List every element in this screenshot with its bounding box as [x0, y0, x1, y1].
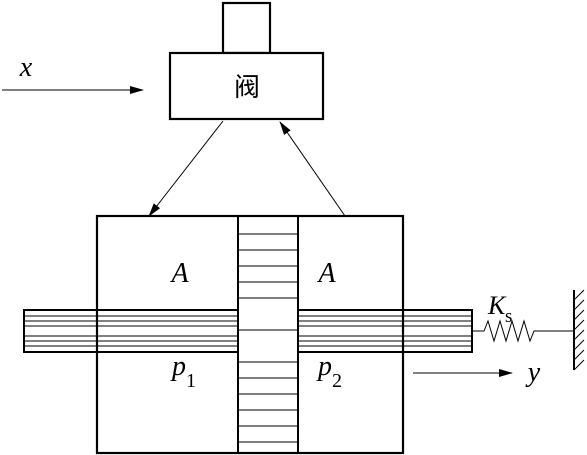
valve-stem: [221, 1, 272, 55]
cylinder-body: [95, 214, 405, 455]
wall-hatching: [573, 289, 585, 371]
pressure-p2-label: p 2: [316, 351, 342, 392]
svg-text:2: 2: [332, 370, 342, 392]
output-y-label: y: [525, 357, 541, 388]
input-x-label: x: [19, 52, 33, 83]
piston-rod-left: [23, 309, 239, 353]
rod-right-lines: [298, 315, 472, 347]
valve-body: [168, 51, 325, 121]
rod-left-lines: [24, 315, 238, 347]
piston-hatching: [238, 233, 298, 443]
area-left-label: A: [169, 258, 189, 289]
pressure-p1-label: p 1: [170, 351, 196, 392]
svg-text:s: s: [505, 306, 512, 327]
svg-text:p: p: [170, 351, 186, 382]
svg-text:p: p: [316, 351, 332, 382]
svg-text:K: K: [487, 291, 507, 320]
spring-label: K s: [487, 291, 512, 327]
area-right-label: A: [316, 258, 336, 289]
svg-text:1: 1: [186, 370, 196, 392]
return-arrow: [279, 121, 346, 217]
spring-zigzag: [472, 319, 574, 343]
supply-arrow: [148, 120, 224, 217]
valve-label: 阀: [234, 73, 260, 103]
